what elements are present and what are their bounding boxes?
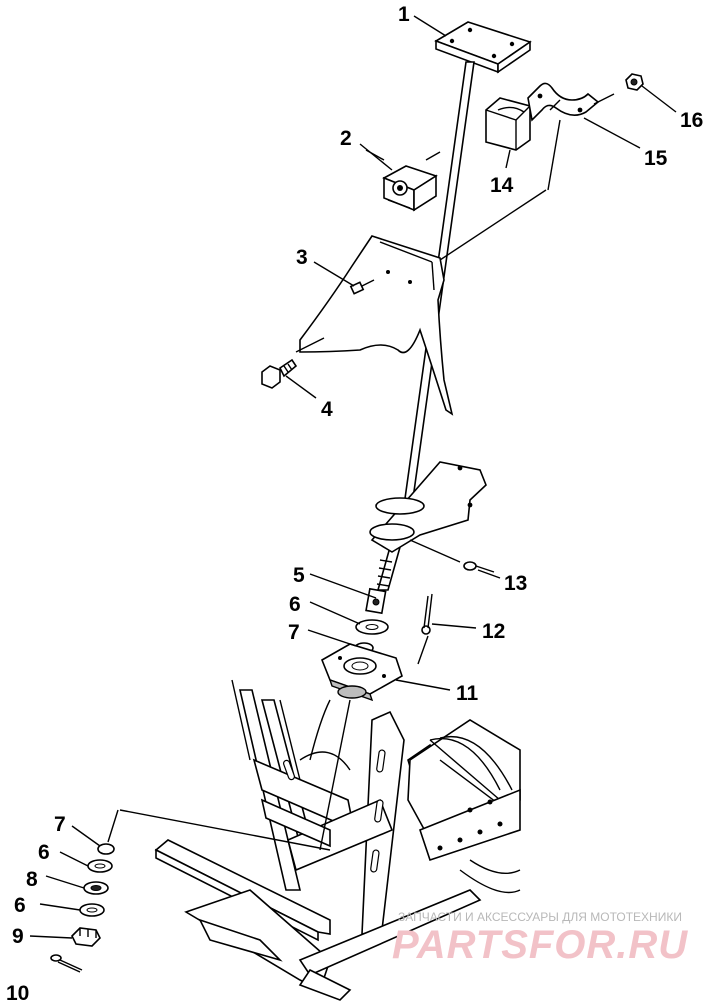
callout-16: 16: [680, 109, 703, 132]
part-8-lock-washer: [83, 881, 109, 895]
callout-4: 4: [321, 398, 333, 421]
callout-3: 3: [296, 246, 308, 269]
callout-5: 5: [293, 564, 305, 587]
part-6-lower-washer-a: [87, 859, 113, 873]
callout-2: 2: [340, 127, 352, 150]
watermark: ЗАПЧАСТИ И АКСЕССУАРЫ ДЛЯ МОТОТЕХНИКИ PA…: [392, 910, 688, 967]
part-4-bolt: [261, 358, 298, 389]
callout-14: 14: [490, 174, 514, 197]
post-support-bracket: [369, 461, 487, 553]
callout-1: 1: [398, 3, 410, 26]
part-12-cotter-pin: [421, 593, 433, 635]
watermark-logo: PARTSFOR.RU: [392, 923, 688, 967]
part-9-castle-nut: [71, 927, 101, 947]
callout-7-lower: 7: [54, 813, 66, 836]
callout-labels: 1 2 3 4 5 6 7 11 12 13 14 15 16 7 6 8 6 …: [6, 3, 703, 1003]
part-7-lower-ring: [97, 843, 115, 855]
callout-13: 13: [504, 572, 527, 595]
part-10-cotter-pin: [50, 954, 83, 973]
assembly-centerlines: [107, 93, 615, 851]
upper-washer-6: [355, 619, 389, 635]
callout-12: 12: [482, 620, 505, 643]
part-13-screw: [463, 561, 495, 573]
part-2-bushing-block: [382, 165, 438, 212]
callout-9: 9: [12, 925, 24, 948]
callout-10: 10: [6, 982, 29, 1003]
part-14-split-bushing: [485, 97, 531, 151]
watermark-caption: ЗАПЧАСТИ И АКСЕССУАРЫ ДЛЯ МОТОТЕХНИКИ: [398, 910, 682, 924]
vehicle-frame: [154, 679, 521, 1001]
callout-6-upper: 6: [289, 593, 301, 616]
part-15-u-clamp: [527, 82, 600, 122]
callout-11: 11: [456, 682, 479, 705]
callout-leaders: [29, 15, 677, 939]
callout-6-lower-b: 6: [14, 894, 26, 917]
part-6-lower-washer-b: [79, 903, 105, 917]
callout-7-upper: 7: [288, 621, 300, 644]
dash-shroud-panel: [299, 235, 454, 416]
callout-15: 15: [644, 147, 668, 170]
part-11-bearing-block: [320, 643, 403, 702]
callout-6-lower-a: 6: [38, 841, 50, 864]
part-16-nut: [625, 73, 644, 91]
callout-8: 8: [26, 868, 38, 891]
